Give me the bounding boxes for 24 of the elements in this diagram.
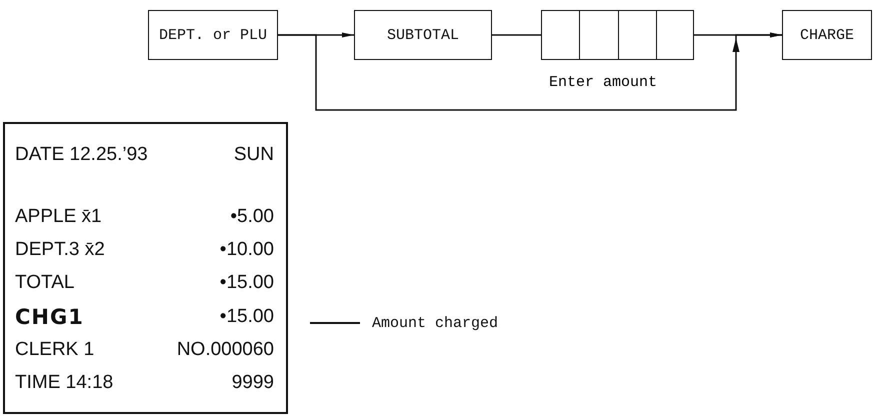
entry-field bbox=[541, 10, 694, 60]
field-caption: Enter amount bbox=[549, 74, 658, 91]
box-label: CHARGE bbox=[800, 26, 854, 44]
receipt-item: CLERK 1 bbox=[15, 339, 94, 361]
box-label: SUBTOTAL bbox=[386, 26, 459, 44]
annotation-text: Amount charged bbox=[372, 311, 532, 335]
process-box bbox=[782, 10, 872, 60]
receipt-item: CHG1 bbox=[15, 306, 84, 328]
receipt-amount: •15.00 bbox=[220, 306, 274, 328]
receipt-item: DEPT.3 x̄2 bbox=[15, 239, 105, 261]
receipt bbox=[3, 122, 288, 414]
receipt-item: TIME 14:18 bbox=[15, 372, 114, 394]
receipt-amount: 9999 bbox=[232, 372, 274, 394]
receipt-amount: •15.00 bbox=[220, 272, 274, 294]
receipt-amount: SUN bbox=[234, 144, 274, 166]
receipt-item: TOTAL bbox=[15, 272, 74, 294]
receipt-item: DATE 12.25.’93 bbox=[15, 144, 148, 166]
process-box bbox=[354, 10, 492, 60]
box-label: DEPT. or PLU bbox=[158, 26, 268, 44]
receipt-item: APPLE x̄1 bbox=[15, 206, 102, 228]
receipt-amount: •5.00 bbox=[230, 206, 274, 228]
process-box bbox=[148, 10, 278, 60]
receipt-amount: NO.000060 bbox=[176, 339, 274, 361]
receipt-amount: •10.00 bbox=[220, 239, 274, 261]
